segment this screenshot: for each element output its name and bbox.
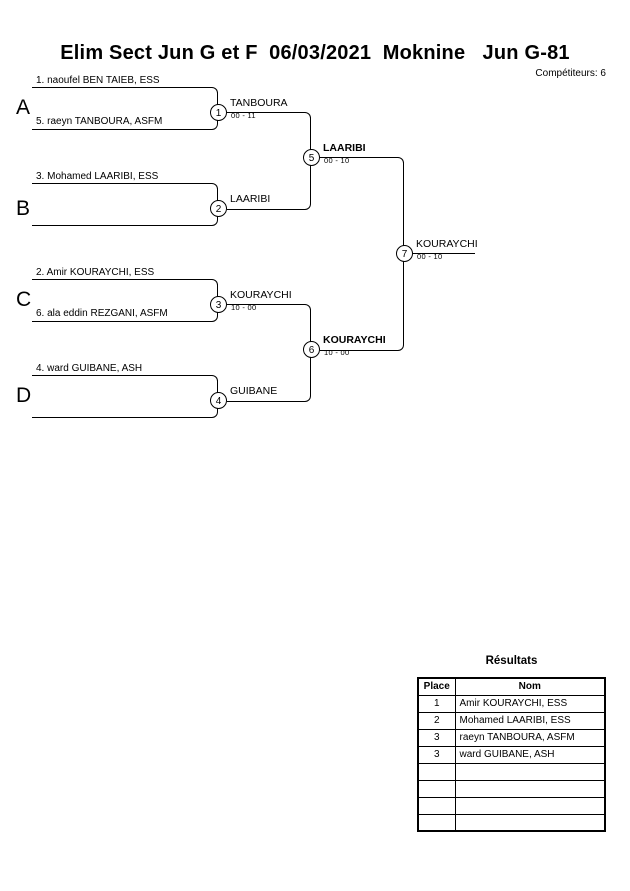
table-row: 2 Mohamed LAARIBI, ESS — [417, 711, 606, 730]
match-winner-7: KOURAYCHI — [416, 238, 478, 250]
result-place — [417, 813, 456, 832]
entry-label-6: 6. ala eddin REZGANI, ASFM — [36, 308, 168, 319]
table-row: 3 ward GUIBANE, ASH — [417, 745, 606, 764]
match-node-2[interactable]: 2 — [210, 200, 227, 217]
result-place — [417, 796, 456, 815]
match-node-6[interactable]: 6 — [303, 341, 320, 358]
match-node-1[interactable]: 1 — [210, 104, 227, 121]
table-row — [417, 762, 606, 781]
competitors-count: Compétiteurs: 6 — [535, 68, 606, 79]
match-winner-1: TANBOURA — [230, 97, 288, 109]
bracket-elbow-d — [32, 375, 218, 418]
result-name: raeyn TANBOURA, ASFM — [454, 728, 606, 747]
table-row: 3 raeyn TANBOURA, ASFM — [417, 728, 606, 747]
result-name: Mohamed LAARIBI, ESS — [454, 711, 606, 730]
match-winner-3: KOURAYCHI — [230, 289, 292, 301]
bracket-elbow-semi-bottom — [227, 304, 311, 402]
results-header-row: Place Nom — [417, 677, 606, 696]
group-letter-a: A — [16, 96, 31, 119]
table-row — [417, 813, 606, 832]
result-place: 1 — [417, 694, 456, 713]
result-place: 2 — [417, 711, 456, 730]
match-winner-6: KOURAYCHI — [323, 334, 386, 346]
page-title: Elim Sect Jun G et F 06/03/2021 Moknine … — [60, 42, 570, 64]
match-node-7[interactable]: 7 — [396, 245, 413, 262]
result-name — [454, 762, 606, 781]
results-title: Résultats — [485, 655, 538, 667]
result-place: 3 — [417, 745, 456, 764]
entry-label-1: 1. naoufel BEN TAIEB, ESS — [36, 75, 160, 86]
result-name — [454, 813, 606, 832]
results-table: Place Nom 1 Amir KOURAYCHI, ESS 2 Mohame… — [417, 677, 606, 832]
group-letter-c: C — [16, 288, 32, 311]
results-header-place: Place — [417, 677, 456, 696]
bracket-elbow-final — [320, 157, 404, 351]
table-row — [417, 796, 606, 815]
match-score-6: 10 - 00 — [324, 348, 350, 357]
bracket-elbow-b — [32, 183, 218, 226]
bracket-elbow-a — [32, 87, 218, 130]
match-score-1: 00 - 11 — [231, 111, 256, 120]
match-score-3: 10 - 00 — [231, 303, 257, 312]
match-node-4[interactable]: 4 — [210, 392, 227, 409]
group-letter-d: D — [16, 384, 32, 407]
entry-label-2: 5. raeyn TANBOURA, ASFM — [36, 116, 163, 127]
group-letter-b: B — [16, 197, 31, 220]
table-row: 1 Amir KOURAYCHI, ESS — [417, 694, 606, 713]
champion-underline — [413, 253, 475, 254]
match-winner-4: GUIBANE — [230, 385, 278, 397]
entry-label-7: 4. ward GUIBANE, ASH — [36, 363, 143, 374]
match-node-5[interactable]: 5 — [303, 149, 320, 166]
result-place — [417, 762, 456, 781]
entry-label-3: 3. Mohamed LAARIBI, ESS — [36, 171, 159, 182]
bracket-elbow-semi-top — [227, 112, 311, 210]
result-place: 3 — [417, 728, 456, 747]
result-name: Amir KOURAYCHI, ESS — [454, 694, 606, 713]
entry-label-5: 2. Amir KOURAYCHI, ESS — [36, 267, 155, 278]
result-name — [454, 779, 606, 798]
match-winner-5: LAARIBI — [323, 142, 366, 154]
match-score-5: 00 - 10 — [324, 156, 350, 165]
match-score-7: 00 - 10 — [417, 252, 443, 261]
results-header-nom: Nom — [454, 677, 606, 696]
table-row — [417, 779, 606, 798]
match-node-3[interactable]: 3 — [210, 296, 227, 313]
bracket-elbow-c — [32, 279, 218, 322]
result-name: ward GUIBANE, ASH — [454, 745, 606, 764]
result-name — [454, 796, 606, 815]
result-place — [417, 779, 456, 798]
match-winner-2: LAARIBI — [230, 193, 271, 205]
